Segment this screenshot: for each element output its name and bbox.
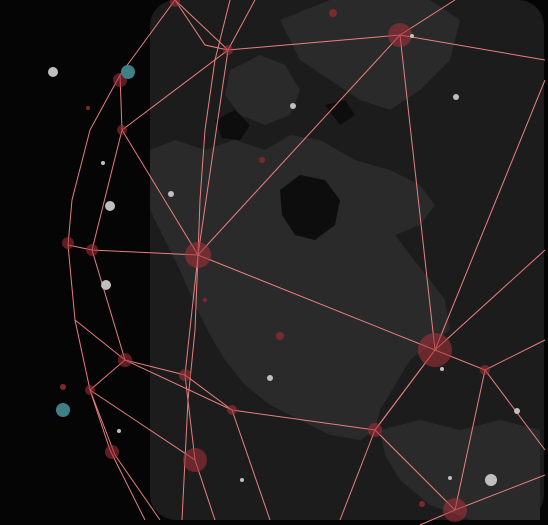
particles: [48, 9, 520, 507]
network-nodes: [62, 0, 490, 522]
landmass: [150, 0, 540, 520]
water-bodies: [215, 100, 355, 240]
